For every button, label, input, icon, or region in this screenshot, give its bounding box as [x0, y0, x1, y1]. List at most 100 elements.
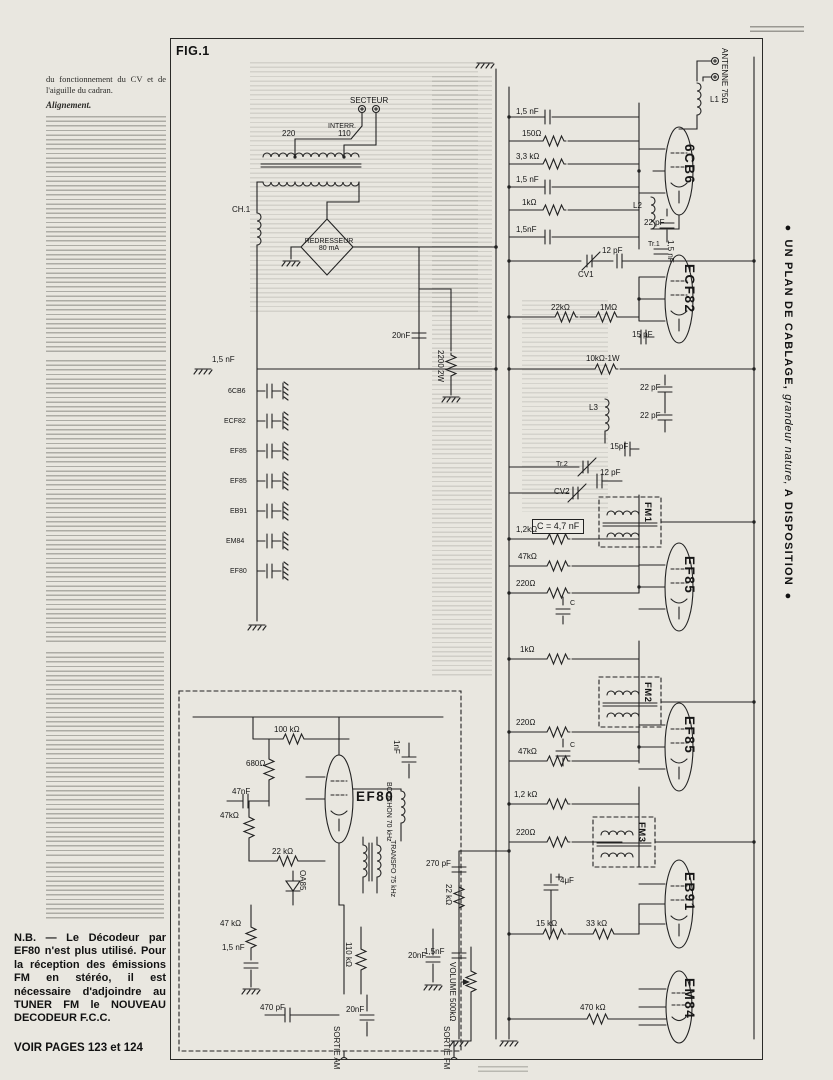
lbl-c1n5-f: 1,5 nF: [222, 943, 245, 952]
lbl-transfo-75khz: TRANSFO 75 kHz: [389, 840, 396, 898]
lbl-volume: VOLUME 500kΩ: [448, 962, 457, 1022]
lbl-r47k-c: 47kΩ: [220, 811, 239, 820]
lbl-r10k: 10kΩ-1W: [586, 354, 620, 363]
fm-front-end: [508, 102, 755, 271]
bus-lines: [193, 56, 755, 1047]
lbl-r1k-b: 1kΩ: [520, 645, 535, 654]
lbl-cv2: CV2: [554, 487, 570, 496]
lbl-tube-ecf82: ECF82: [682, 264, 697, 314]
article-text-block: [46, 862, 164, 922]
lbl-220v: 220: [282, 129, 296, 138]
lbl-sortie-am: SORTIE AM: [332, 1026, 341, 1070]
lbl-r220-b: 220Ω: [516, 718, 536, 727]
sortie-fm-terminal: [450, 1057, 459, 1060]
lbl-tube-ef85b: EF85: [682, 716, 697, 755]
lbl-c47nf: 47nF: [232, 787, 251, 796]
footer-see-pages: VOIR PAGES 123 et 124: [14, 1042, 143, 1054]
lbl-r33k: 33 kΩ: [586, 919, 608, 928]
sortie-am-terminal: [340, 1057, 349, 1060]
lbl-l2: L2: [633, 201, 642, 210]
lbl-c1n5-a: 1,5 nF: [516, 107, 539, 116]
lbl-c470pf: 470 pF: [260, 1003, 285, 1012]
lbl-secteur: SECTEUR: [350, 96, 389, 105]
article-text-block: [46, 116, 166, 354]
lbl-110v: 110: [338, 129, 351, 138]
lbl-h-em84: EM84: [226, 538, 245, 545]
lbl-c20-a: 20nF: [392, 331, 411, 340]
lbl-r150: 150Ω: [522, 129, 542, 138]
oa85-diode: [285, 870, 302, 906]
lbl-tr1: Tr.1: [648, 241, 660, 248]
decoder-dashed-box: [178, 690, 462, 1052]
lbl-r1k2-a: 1,2kΩ: [516, 525, 538, 534]
detector-output-section: [340, 850, 667, 1060]
lbl-r110k: 110 kΩ: [344, 942, 353, 967]
lbl-c4uf: 4μF: [560, 876, 574, 885]
antenna-input: [678, 57, 720, 130]
lbl-r15k: 15 kΩ: [536, 919, 558, 928]
lbl-tube-ef85a: EF85: [682, 556, 697, 595]
lbl-fm3: FM3: [636, 822, 647, 843]
lbl-r220-c: 220Ω: [516, 828, 536, 837]
lbl-h-ef80: EF80: [230, 568, 247, 575]
lbl-l3: L3: [589, 403, 598, 412]
tube-ef80: [324, 754, 354, 844]
lbl-c22-b: 22 pF: [640, 383, 661, 392]
lbl-c1n5-b: 1,5 nF: [516, 175, 539, 184]
lbl-r100k: 100 kΩ: [274, 725, 300, 734]
lbl-tr2: Tr.2: [556, 461, 568, 468]
lbl-tube-eb91: EB91: [682, 872, 697, 912]
lbl-antenne: ANTENNE 75Ω: [720, 48, 729, 104]
schematic-drawing: [178, 56, 757, 1060]
lbl-r1k2-b: 1,2 kΩ: [514, 790, 538, 799]
lbl-cv1: CV1: [578, 270, 594, 279]
lbl-r220-a: 220Ω: [516, 579, 536, 588]
if-chain: [508, 494, 755, 1044]
lbl-c-box: C = 4,7 nF: [532, 519, 585, 535]
lbl-r680: 680Ω: [246, 759, 266, 768]
junction-dots: [494, 115, 757, 1022]
lbl-c1n5-c: 1,5nF: [516, 225, 537, 234]
lbl-c1n5-e: 1,5nF: [424, 947, 445, 956]
lbl-r22k-b: 22 kΩ: [444, 884, 453, 906]
article-text-block: [46, 360, 166, 645]
sidebar-part-3: A DISPOSITION ●: [782, 488, 794, 604]
lbl-redresseur: REDRESSEUR 80 mA: [304, 238, 354, 253]
rectifier-bridge: [300, 218, 355, 277]
article-text-block: [522, 300, 608, 512]
lbl-ch1: CH.1: [232, 205, 251, 214]
schematic-frame: [170, 38, 763, 1060]
lbl-l1: L1: [710, 95, 719, 104]
lbl-c22-a: 22 pF: [644, 218, 665, 227]
lbl-c1nf: 1nF: [392, 740, 401, 754]
lbl-h-ecf82: ECF82: [224, 418, 246, 425]
lbl-c270: 270 pF: [426, 859, 451, 868]
lbl-c1n5-d: 1,5 nF: [666, 240, 675, 263]
lbl-interr: INTERR.: [328, 123, 356, 130]
lbl-h-eb91: EB91: [230, 508, 248, 515]
lbl-r47k-b: 47kΩ: [518, 747, 537, 756]
nb-note: N.B. — Le Décodeur par EF80 n'est plus u…: [14, 932, 166, 1025]
lbl-r3k3: 3,3 kΩ: [516, 152, 540, 161]
figure-label: FIG.1: [176, 44, 210, 58]
lbl-r47k-d: 47 kΩ: [220, 919, 242, 928]
lbl-r22k-c: 22 kΩ: [272, 847, 294, 856]
lbl-c20-c: 20nF: [346, 1005, 365, 1014]
article-heading-alignement: Alignement.: [46, 100, 92, 110]
lbl-heater-cap: 1,5 nF: [212, 355, 235, 364]
lbl-bouchon: BOUCHON 70 kHz: [385, 782, 392, 842]
lbl-tube-em84: EM84: [682, 978, 697, 1020]
page-number: [478, 1066, 528, 1073]
lbl-c15-b: 15pF: [610, 442, 629, 451]
lbl-h-ef85a: EF85: [230, 448, 247, 455]
article-text-block: [46, 652, 164, 857]
article-text-block: [432, 76, 492, 676]
lbl-r1m: 1MΩ: [600, 303, 618, 312]
lbl-tube-6cb6: 6CB6: [682, 144, 697, 185]
decoder-section: [178, 690, 462, 1052]
sidebar-vertical-note: ● UN PLAN DE CABLAGE, grandeur nature, A…: [782, 222, 794, 752]
lbl-c12-b: 12 pF: [600, 468, 621, 477]
lbl-tube-ef80: EF80: [356, 789, 395, 804]
article-fragment: du fonctionnement du CV et de l'aiguille…: [46, 74, 166, 96]
lbl-c-ref-2: C: [570, 742, 576, 749]
